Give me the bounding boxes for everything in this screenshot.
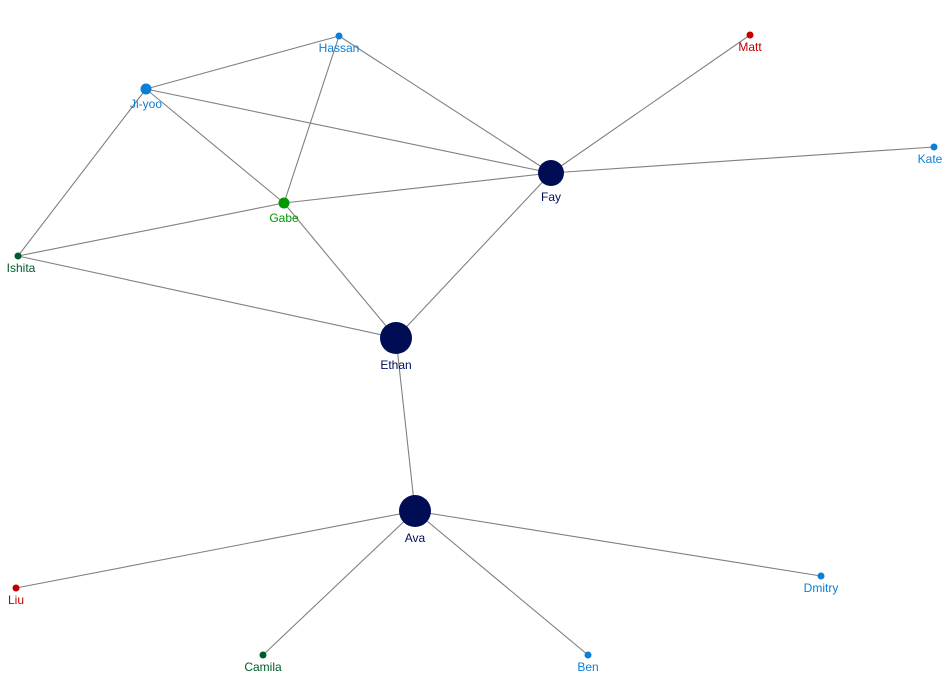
node-label-matt: Matt	[738, 40, 762, 54]
edge-ishita-ethan	[17, 255, 397, 339]
node-label-hassan: Hassan	[319, 41, 360, 55]
edge-jiyoo-hassan	[145, 35, 340, 90]
edge-jiyoo-fay	[145, 88, 552, 174]
node-label-ethan: Ethan	[380, 358, 411, 372]
node-label-gabe: Gabe	[269, 211, 299, 225]
node-label-jiyoo: Ji-yoo	[130, 97, 162, 111]
node-label-fay: Fay	[541, 190, 561, 204]
edge-hassan-gabe	[283, 35, 340, 204]
node-hassan[interactable]	[335, 32, 343, 40]
edge-matt-fay	[550, 34, 751, 174]
edge-hassan-fay	[338, 35, 552, 174]
edge-jiyoo-ishita	[17, 88, 147, 257]
node-label-ishita: Ishita	[7, 261, 36, 275]
node-label-liu: Liu	[8, 593, 24, 607]
graph-nodes	[12, 31, 938, 659]
node-jiyoo[interactable]	[140, 83, 152, 95]
node-gabe[interactable]	[278, 197, 290, 209]
edge-fay-ethan	[395, 172, 552, 339]
graph-labels: Hassan MattJi-yooKateFayGabeIshitaEthanAv…	[7, 40, 943, 674]
node-label-kate: Kate	[918, 152, 943, 166]
edge-ethan-ava	[395, 337, 416, 512]
edge-jiyoo-gabe	[145, 88, 285, 204]
edge-ava-dmitry	[414, 510, 822, 577]
edge-ava-ben	[414, 510, 589, 656]
node-label-camila: Camila	[244, 660, 282, 674]
node-fay[interactable]	[538, 160, 564, 186]
edge-gabe-fay	[283, 172, 552, 204]
edge-ava-camila	[262, 510, 416, 656]
edge-ishita-gabe	[17, 202, 285, 257]
node-camila[interactable]	[259, 651, 267, 659]
node-label-ava: Ava	[405, 531, 426, 545]
node-kate[interactable]	[930, 143, 938, 151]
node-liu[interactable]	[12, 584, 20, 592]
node-matt[interactable]	[746, 31, 754, 39]
graph-edges	[15, 34, 935, 656]
edge-gabe-ethan	[283, 202, 397, 339]
edge-ava-liu	[15, 510, 416, 589]
node-dmitry[interactable]	[817, 572, 825, 580]
node-ethan[interactable]	[380, 322, 412, 354]
node-ava[interactable]	[399, 495, 431, 527]
node-label-ben: Ben	[577, 660, 598, 674]
edge-fay-kate	[550, 146, 935, 174]
node-ishita[interactable]	[14, 252, 22, 260]
node-ben[interactable]	[584, 651, 592, 659]
node-label-dmitry: Dmitry	[804, 581, 839, 595]
